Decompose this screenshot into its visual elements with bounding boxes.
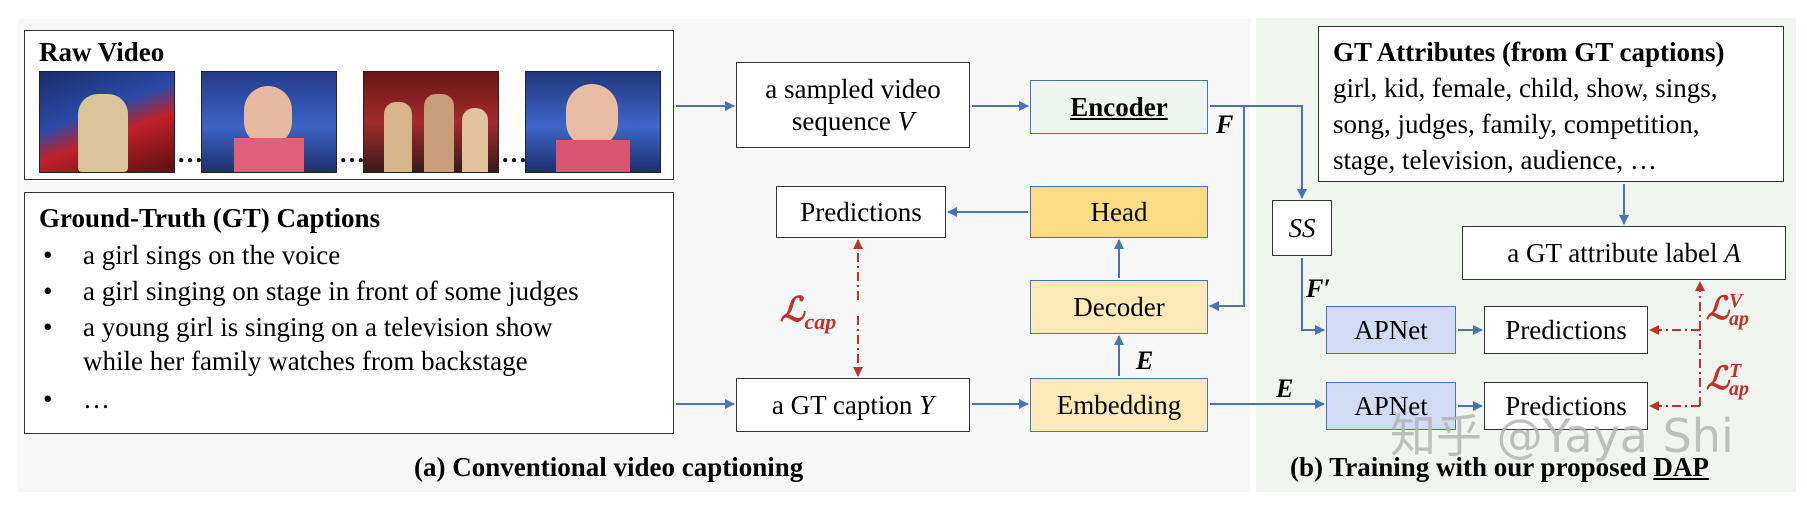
gt-attributes-box: GT Attributes (from GT captions) girl, k… [1318,26,1784,182]
arrow-encoder-to-ss [1244,105,1307,199]
decoder-box: Decoder [1030,280,1208,334]
label-E-mid: E [1276,374,1294,403]
embedding-box: Embedding [1030,378,1208,432]
arrow-encoder-to-decoder [1209,105,1245,311]
loss-cap-label: ℒcap [780,290,837,335]
gt-attribute-label-box: a GT attribute label A [1462,226,1786,280]
raw-video-title: Raw Video [39,37,165,67]
predictions-box-v: Predictions [1484,306,1648,354]
label-F-prime: F′ [1306,274,1331,303]
gt-attributes-line-1: girl, kid, female, child, show, sings, [1333,73,1718,103]
gt-attributes-line-2: song, judges, family, competition, [1333,109,1700,139]
gt-captions-title: Ground-Truth (GT) Captions [39,203,381,233]
video-frame-1 [39,71,175,173]
arrow-ss-to-apnet [1301,258,1325,335]
caption-a: (a) Conventional video captioning [414,452,804,482]
predictions-box-a: Predictions [776,186,946,238]
gt-attributes-title: GT Attributes (from GT captions) [1333,37,1725,67]
head-box: Head [1030,186,1208,238]
gt-caption-box: a GT caption Y [736,378,970,432]
video-frame-3 [363,71,499,173]
encoder-box: Encoder [1030,80,1208,134]
caption-b: (b) Training with our proposed DAP [1290,452,1709,482]
gt-captions-box: Ground-Truth (GT) Captions • a girl sing… [24,192,674,434]
apnet-video-box: APNet [1326,306,1456,354]
gt-attributes-line-3: stage, television, audience, … [1333,145,1657,175]
ss-box: SS [1272,200,1332,256]
video-frame-4 [525,71,661,173]
ellipsis-2: … [339,139,365,168]
predictions-box-t: Predictions [1484,382,1648,430]
watermark: 知乎 @Yaya Shi [1390,409,1734,463]
video-frame-2 [201,71,337,173]
ellipsis-3: … [501,139,527,168]
ellipsis-1: … [177,139,203,168]
apnet-text-box: APNet [1326,382,1456,430]
label-E-top: E [1136,346,1154,375]
raw-video-box: Raw Video … … … [24,30,674,180]
sampled-line-2: sequence V [791,106,915,136]
label-F: F [1216,110,1234,139]
sampled-line-1: a sampled video [765,74,941,104]
sampled-video-box: a sampled video sequence V [736,62,970,148]
